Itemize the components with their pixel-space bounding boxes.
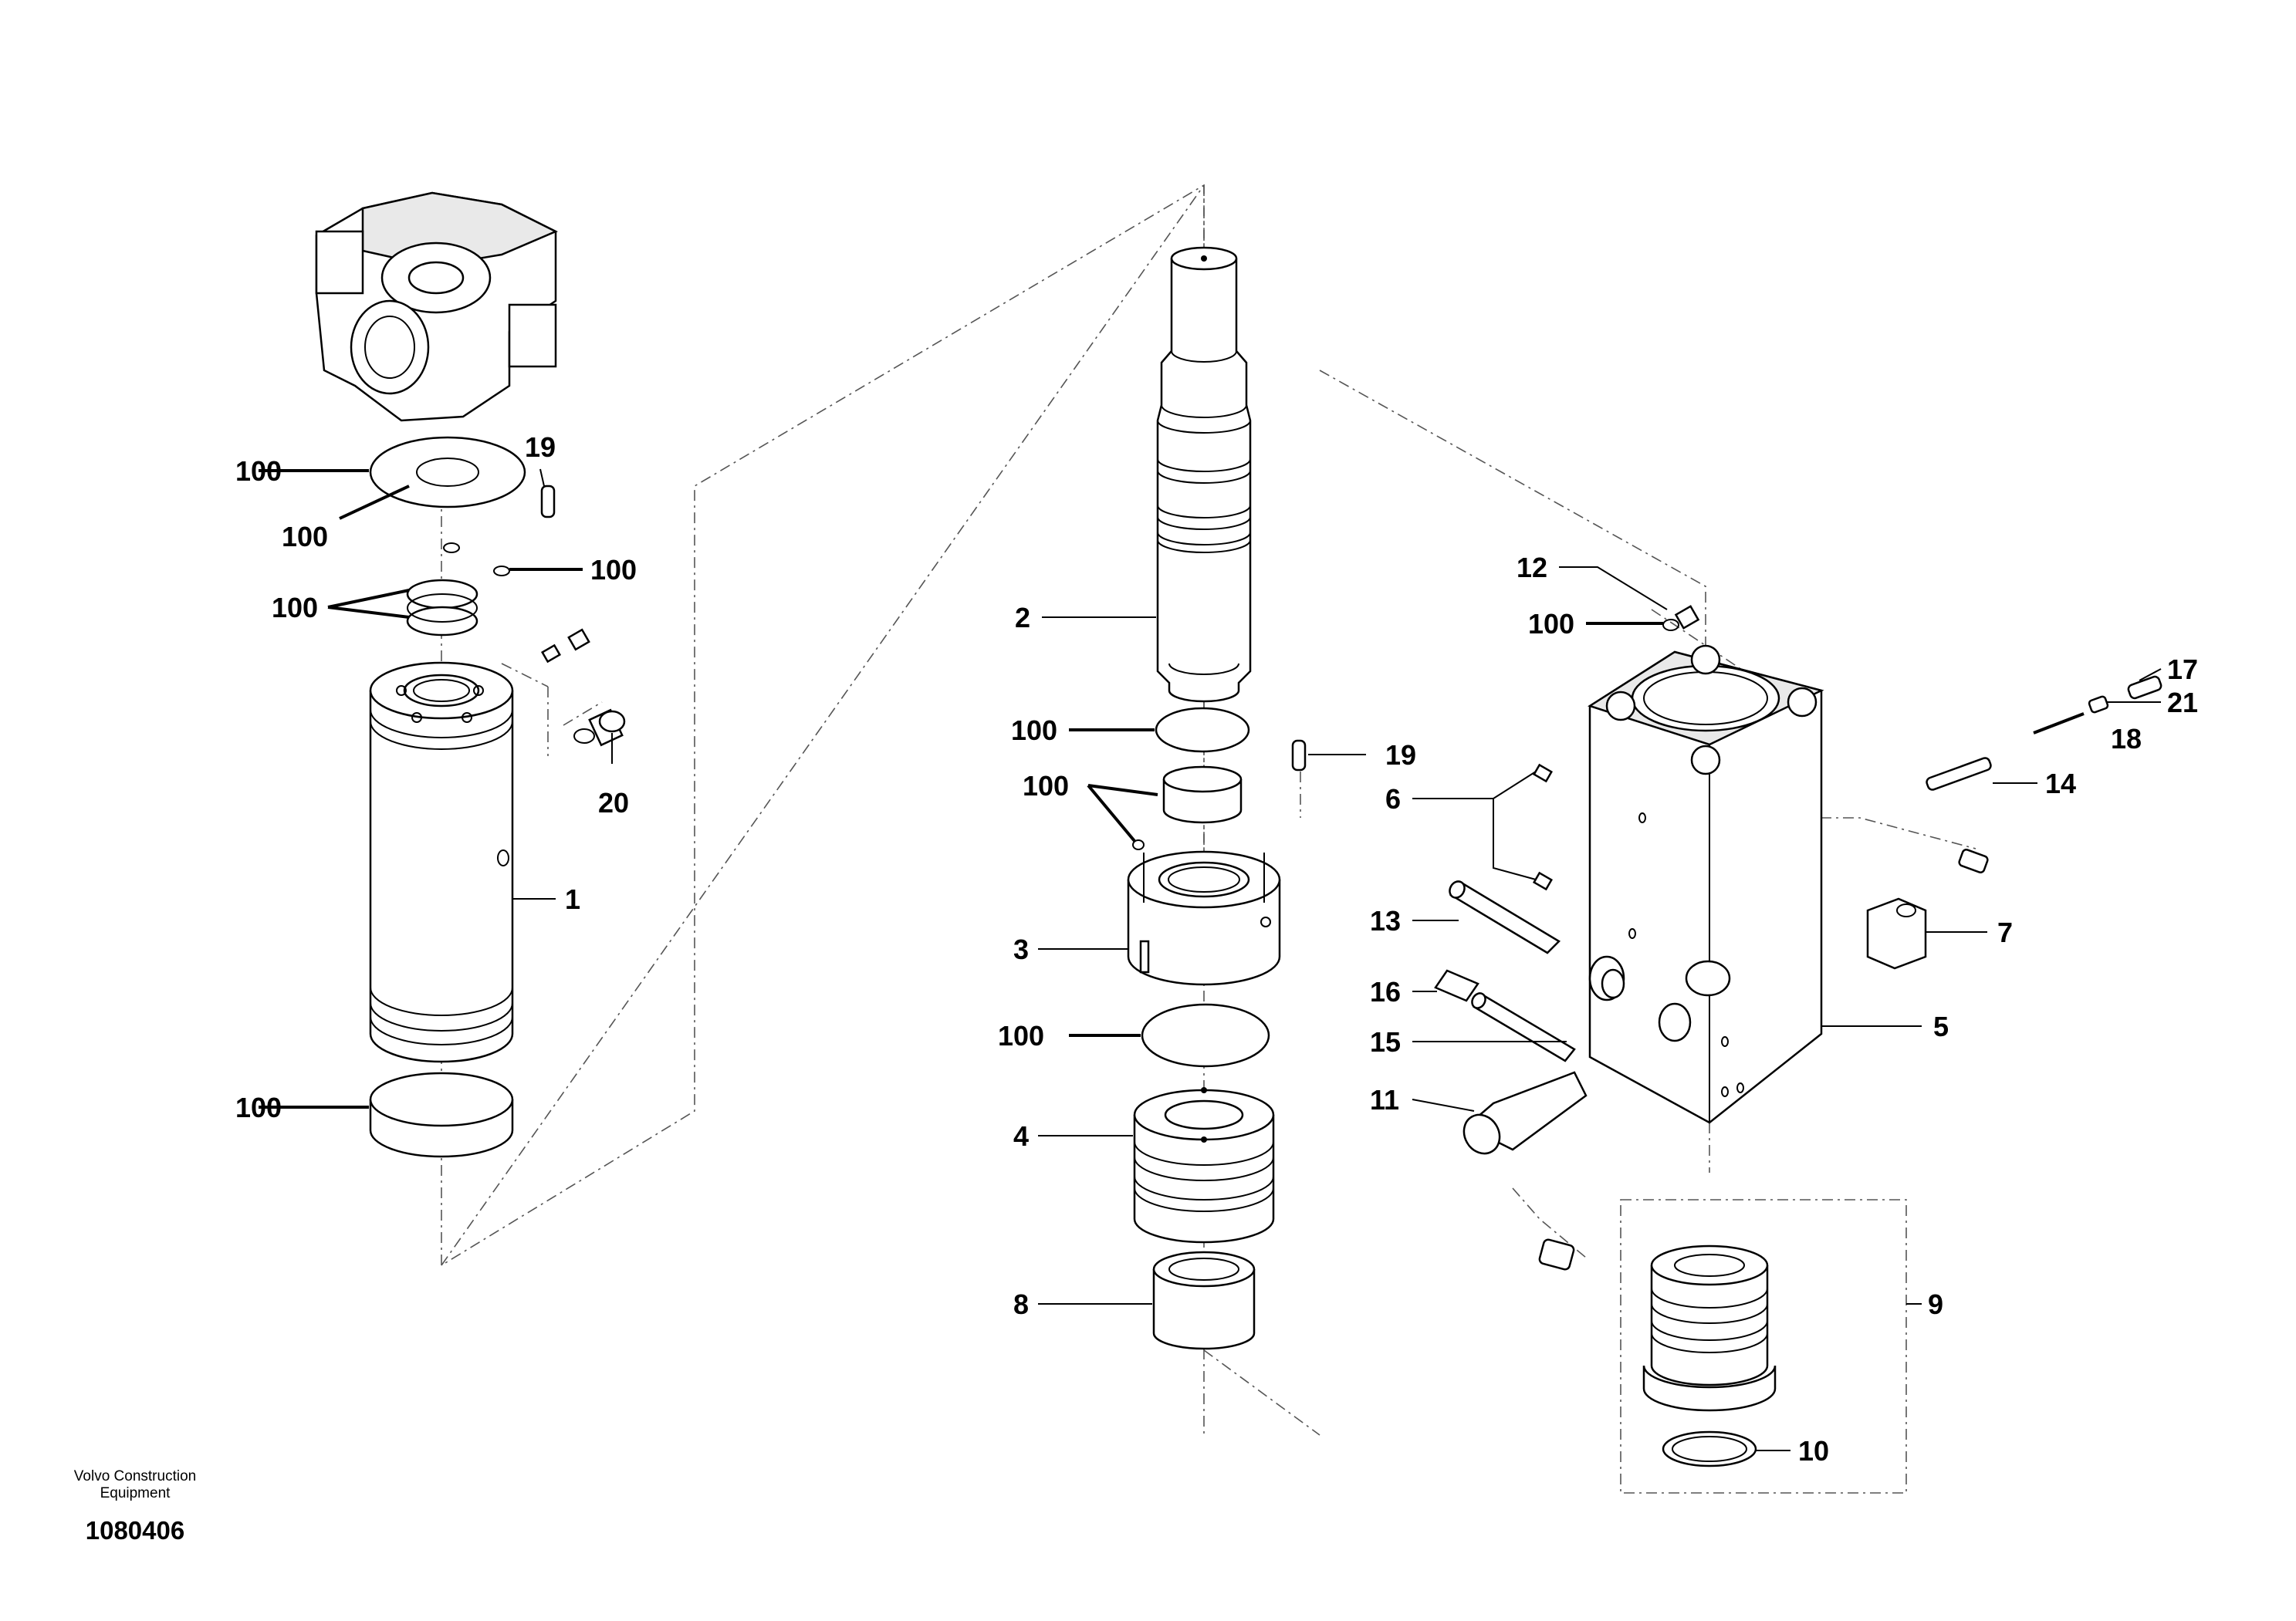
callout-13: 13 (1370, 905, 1401, 937)
callout-100-g: 100 (1023, 770, 1069, 802)
callout-9: 9 (1928, 1288, 1943, 1320)
footer-block: Volvo Construction Equipment 1080406 (46, 1468, 224, 1545)
callout-7: 7 (1997, 917, 2013, 948)
callout-4: 4 (1013, 1120, 1029, 1152)
disc-part (1141, 1003, 1270, 1068)
callout-100-e: 100 (235, 1092, 282, 1123)
document-number: 1080406 (85, 1516, 185, 1545)
body-block-part-5 (1588, 644, 1824, 1124)
piston-part-2 (1156, 246, 1252, 703)
bushing-part-4 (1133, 1087, 1275, 1244)
callout-8: 8 (1013, 1288, 1029, 1320)
callout-16: 16 (1370, 976, 1401, 1008)
lower-ring-part (369, 1072, 514, 1158)
callout-100-f: 100 (1011, 714, 1057, 746)
callout-1: 1 (565, 883, 580, 915)
company-name: Volvo Construction Equipment (73, 1468, 197, 1501)
seal-ring-part-10 (1662, 1430, 1757, 1467)
callout-5: 5 (1933, 1011, 1949, 1042)
fitting-part-7 (1866, 897, 1927, 970)
callout-labels: 100 100 19 100 100 20 1 100 2 100 100 3 … (235, 431, 2198, 1467)
cartridge-part-9 (1620, 1199, 1907, 1494)
spring-12-part (1662, 605, 1700, 631)
callout-12: 12 (1517, 552, 1547, 583)
washer-part (369, 436, 526, 508)
pin-19-part (540, 485, 556, 518)
callout-10: 10 (1798, 1435, 1829, 1467)
callout-100-d: 100 (272, 592, 318, 623)
cylinder-part-1 (369, 661, 514, 1063)
sleeve-part-8 (1152, 1251, 1256, 1350)
rod-11-part (1462, 1071, 1588, 1155)
callout-100-b: 100 (282, 521, 328, 552)
rod-15-part (1471, 992, 1576, 1062)
callout-100-a: 100 (235, 455, 282, 487)
callout-19-b: 19 (1385, 739, 1416, 771)
callout-11: 11 (1370, 1084, 1399, 1116)
plug-20-parts (540, 628, 626, 747)
o-rings-upper (406, 542, 510, 637)
callout-3: 3 (1013, 934, 1029, 965)
small-sleeve-part (1538, 1238, 1575, 1271)
callout-100-i: 100 (1528, 608, 1574, 640)
leader-lines (259, 468, 2162, 1451)
callout-20: 20 (598, 787, 629, 819)
callout-17: 17 (2167, 653, 2198, 685)
callout-18: 18 (2111, 723, 2142, 755)
head-block-part (315, 191, 558, 422)
callout-14: 14 (2045, 768, 2076, 799)
callout-100-c: 100 (590, 554, 637, 586)
callout-21: 21 (2167, 687, 2198, 718)
pin-19-center-part (1291, 739, 1307, 772)
piston-seal-rings (1132, 707, 1250, 850)
callout-19-a: 19 (525, 431, 556, 463)
spring-16-part (1434, 969, 1479, 1002)
right-small-parts (1926, 675, 2162, 873)
callout-6: 6 (1385, 783, 1401, 815)
plug-6-parts (1532, 763, 1554, 891)
callout-15: 15 (1370, 1026, 1401, 1058)
callout-2: 2 (1015, 602, 1030, 633)
rod-13-part (1449, 880, 1561, 954)
guide-part-3 (1127, 850, 1281, 986)
callout-100-h: 100 (998, 1020, 1044, 1052)
